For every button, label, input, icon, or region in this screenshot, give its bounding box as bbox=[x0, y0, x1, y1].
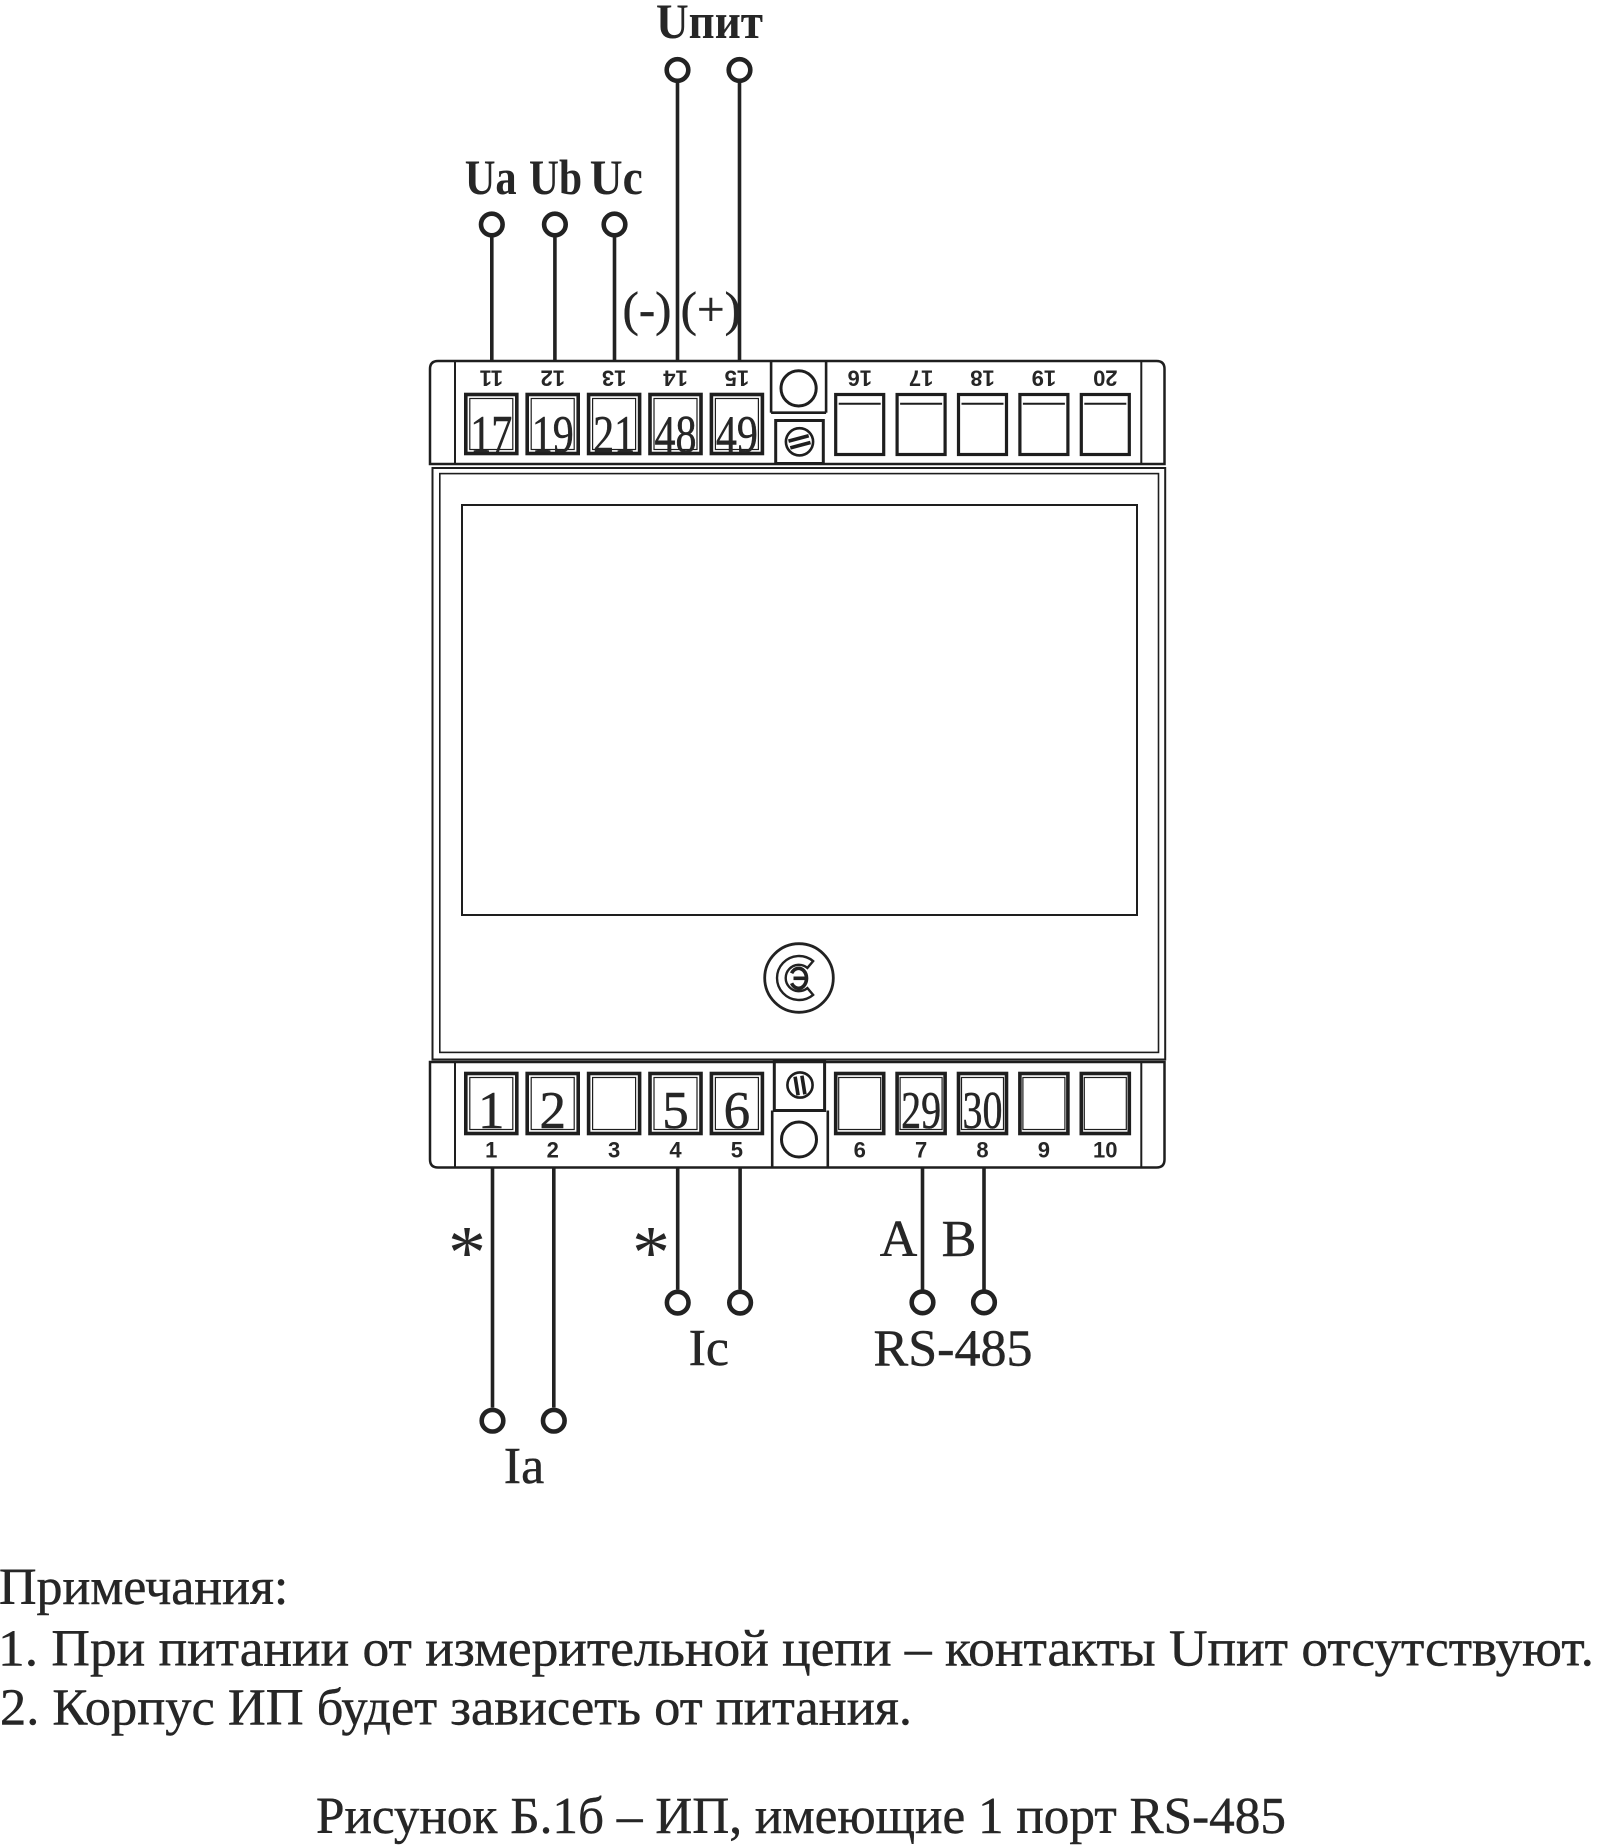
svg-text:30: 30 bbox=[963, 1082, 1003, 1140]
svg-text:18: 18 bbox=[970, 366, 994, 391]
svg-text:Ic: Ic bbox=[689, 1320, 729, 1377]
svg-text:2: 2 bbox=[547, 1138, 559, 1163]
svg-text:12: 12 bbox=[540, 366, 564, 391]
svg-text:19: 19 bbox=[532, 406, 574, 464]
svg-text:17: 17 bbox=[470, 406, 512, 464]
svg-text:9: 9 bbox=[1038, 1138, 1050, 1163]
svg-text:3: 3 bbox=[608, 1138, 620, 1163]
svg-text:1: 1 bbox=[478, 1082, 505, 1140]
svg-text:15: 15 bbox=[725, 366, 749, 391]
svg-text:17: 17 bbox=[909, 366, 933, 391]
svg-text:13: 13 bbox=[602, 366, 626, 391]
svg-text:Uc: Uc bbox=[590, 149, 643, 205]
svg-text:4: 4 bbox=[669, 1138, 682, 1163]
svg-text:2. Корпус ИП будет зависеть от: 2. Корпус ИП будет зависеть от питания. bbox=[0, 1679, 912, 1736]
svg-text:B: B bbox=[942, 1211, 977, 1268]
svg-text:49: 49 bbox=[716, 406, 758, 464]
svg-text:Ia: Ia bbox=[504, 1438, 544, 1495]
svg-text:20: 20 bbox=[1093, 366, 1117, 391]
svg-text:14: 14 bbox=[663, 366, 688, 391]
svg-text:Uпит: Uпит bbox=[656, 0, 763, 49]
svg-text:5: 5 bbox=[662, 1082, 689, 1140]
svg-text:Ua: Ua bbox=[465, 149, 517, 205]
svg-text:1: 1 bbox=[485, 1138, 497, 1163]
svg-text:6: 6 bbox=[854, 1138, 866, 1163]
svg-text:Примечания:: Примечания: bbox=[0, 1559, 288, 1616]
svg-text:2: 2 bbox=[539, 1082, 566, 1140]
svg-text:5: 5 bbox=[731, 1138, 743, 1163]
svg-text:Рисунок Б.1б – ИП, имеющие 1 п: Рисунок Б.1б – ИП, имеющие 1 порт RS-485 bbox=[316, 1788, 1286, 1845]
svg-text:(-): (-) bbox=[623, 282, 672, 337]
svg-text:*: * bbox=[448, 1211, 486, 1295]
svg-text:19: 19 bbox=[1032, 366, 1056, 391]
svg-text:10: 10 bbox=[1093, 1138, 1117, 1163]
svg-text:RS-485: RS-485 bbox=[874, 1321, 1033, 1378]
svg-text:48: 48 bbox=[655, 406, 697, 464]
svg-text:8: 8 bbox=[976, 1138, 988, 1163]
svg-text:Ub: Ub bbox=[529, 149, 582, 205]
svg-text:21: 21 bbox=[593, 406, 635, 464]
svg-text:1. При питании от измерительно: 1. При питании от измерительной цепи – к… bbox=[0, 1621, 1594, 1678]
svg-text:6: 6 bbox=[724, 1082, 751, 1140]
svg-text:(+): (+) bbox=[681, 282, 741, 337]
svg-text:*: * bbox=[632, 1211, 670, 1295]
svg-text:29: 29 bbox=[901, 1082, 941, 1140]
svg-text:11: 11 bbox=[480, 366, 503, 391]
svg-text:16: 16 bbox=[847, 366, 871, 391]
svg-text:A: A bbox=[880, 1211, 918, 1268]
svg-text:7: 7 bbox=[915, 1138, 927, 1163]
